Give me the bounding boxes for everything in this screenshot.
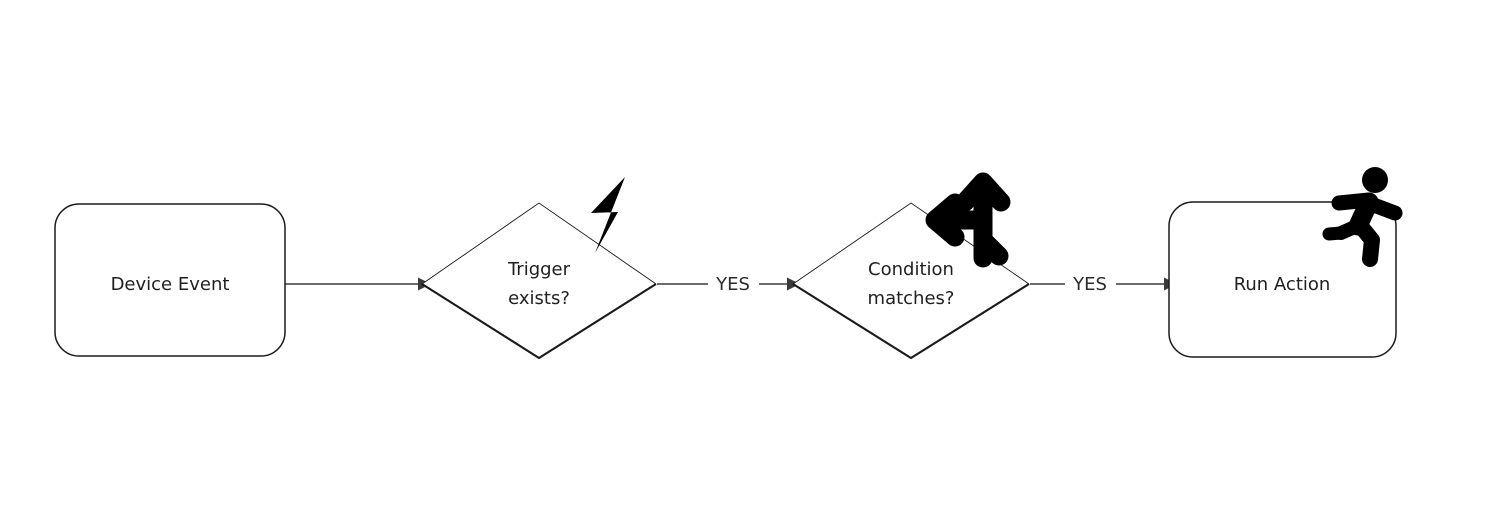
edge-condition-to-run-action: YES xyxy=(1030,274,1177,295)
edge-device-event-to-trigger xyxy=(285,277,431,291)
trigger-label-line1: Trigger xyxy=(507,259,571,280)
node-run-action[interactable]: Run Action xyxy=(1168,201,1397,358)
run-action-shape[interactable] xyxy=(1168,201,1397,358)
edge-trigger-to-condition: YES xyxy=(657,274,800,295)
run-action-label: Run Action xyxy=(1234,274,1331,295)
branch-arrows-icon xyxy=(925,172,1011,268)
device-event-label: Device Event xyxy=(111,274,230,295)
lightning-bolt-icon xyxy=(591,177,625,253)
device-event-shape[interactable] xyxy=(54,203,286,357)
edge-2-label: YES xyxy=(715,274,750,295)
condition-label-line2: matches? xyxy=(868,288,955,309)
trigger-diamond-top-edges xyxy=(421,202,657,285)
node-device-event[interactable]: Device Event xyxy=(54,203,286,357)
running-person-icon xyxy=(1322,167,1403,267)
trigger-label-line2: exists? xyxy=(508,288,570,309)
node-condition-matches[interactable]: Condition matches? xyxy=(792,202,1030,360)
edge-3-label: YES xyxy=(1072,274,1107,295)
condition-diamond-bottom-edges[interactable] xyxy=(792,283,1030,360)
condition-label-line1: Condition xyxy=(868,259,954,280)
trigger-diamond-bottom-edges[interactable] xyxy=(421,283,657,360)
node-trigger-exists[interactable]: Trigger exists? xyxy=(421,202,657,360)
